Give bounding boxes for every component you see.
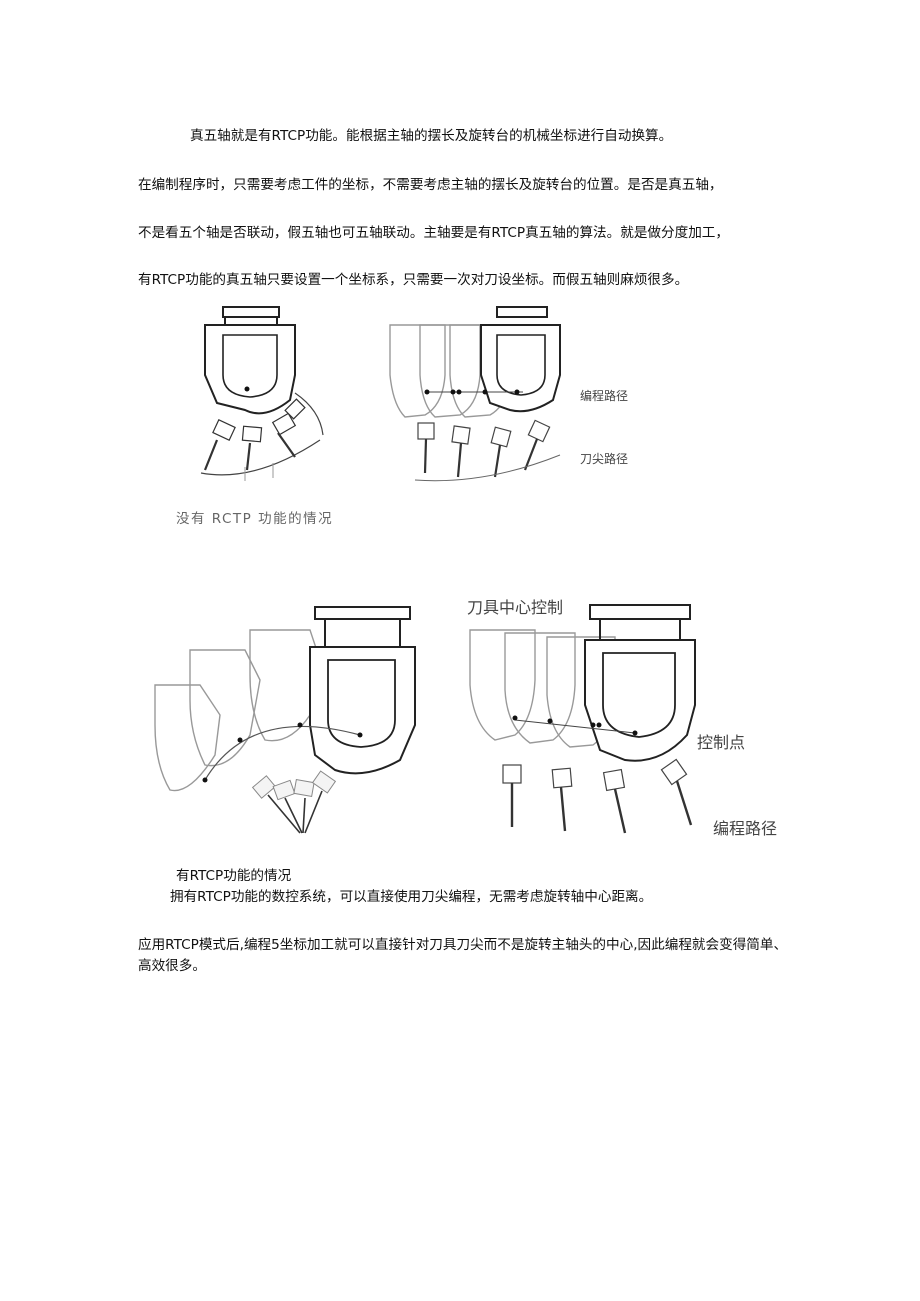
paragraph-6: 拥有RTCP功能的数控系统，可以直接使用刀尖编程，无需考虑旋转轴中心距离。: [170, 889, 653, 905]
figure-rtcp-right: 刀具中心控制 控制点 编程路径: [467, 598, 777, 838]
paragraph-1: 真五轴就是有RTCP功能。能根据主轴的摆长及旋转台的机械坐标进行自动换算。: [190, 128, 673, 144]
paragraph-4: 有RTCP功能的真五轴只要设置一个坐标系，只需要一次对刀设坐标。而假五轴则麻烦很…: [138, 272, 689, 288]
label-tool-center-control: 刀具中心控制: [467, 598, 563, 617]
figure-rtcp-left: [154, 606, 416, 834]
label-tip-path: 刀尖路径: [580, 451, 628, 466]
paragraph-3: 不是看五个轴是否联动，假五轴也可五轴联动。主轴要是有RTCP真五轴的算法。就是做…: [138, 225, 729, 241]
label-programmed-path-2: 编程路径: [713, 819, 777, 838]
figure-no-rtcp-right: 编程路径 刀尖路径: [389, 306, 628, 482]
paragraph-7: 应用RTCP模式后,编程5坐标加工就可以直接针对刀具刀尖而不是旋转主轴头的中心,…: [138, 937, 788, 974]
figure-no-rtcp-left: [200, 306, 324, 481]
label-control-point: 控制点: [697, 733, 745, 752]
label-programmed-path: 编程路径: [580, 388, 628, 403]
figure-1-caption: 没有 RCTP 功能的情况: [176, 511, 334, 527]
paragraph-5: 有RTCP功能的情况: [176, 868, 292, 884]
paragraph-2: 在编制程序时，只需要考虑工件的坐标，不需要考虑主轴的摆长及旋转台的位置。是否是真…: [138, 177, 723, 193]
